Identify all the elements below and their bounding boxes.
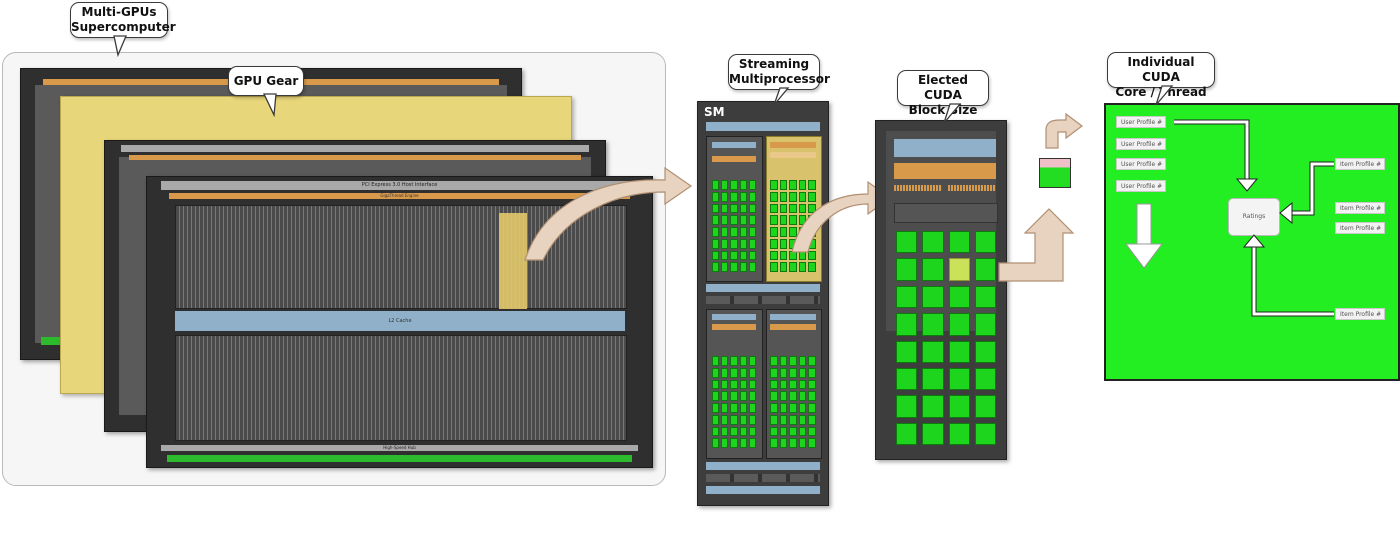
ratings-box: Ratings: [1228, 198, 1280, 236]
callout-elected-block: Elected CUDA Block Size: [897, 70, 989, 117]
item-profile-2: Item Profile #: [1335, 202, 1385, 214]
item-profile-1: Item Profile #: [1335, 158, 1385, 170]
callout-gpu-gear-tail: [262, 93, 277, 117]
callout-elected-block-line1: Elected CUDA: [917, 73, 969, 102]
core-grid: [896, 231, 996, 445]
callout-supercomputer-line1: Multi-GPUs: [81, 5, 157, 19]
host-interface-bar: PCI Express 3.0 Host Interface: [161, 181, 638, 190]
item-profile-4: Item Profile #: [1335, 308, 1385, 320]
arrow-gpu-to-sm-icon: [524, 166, 693, 261]
callout-gpu-gear: GPU Gear: [228, 66, 304, 96]
callout-cuda-core-tail: [1155, 85, 1174, 106]
user-profile-2: User Profile #: [1116, 138, 1166, 150]
arrow-block-to-thread-icon: [998, 208, 1075, 282]
user-profile-3: User Profile #: [1116, 158, 1166, 170]
item-profile-3: Item Profile #: [1335, 222, 1385, 234]
highlighted-sm: [499, 213, 527, 309]
arrow-thumbnail-up-icon: [1045, 112, 1083, 149]
gigathread-bar: GigaThread Engine: [169, 193, 630, 199]
callout-elected-block-line2: Block Size: [908, 103, 978, 117]
user-profile-4: User Profile #: [1116, 180, 1166, 192]
l2-cache-bar: L2 Cache: [175, 311, 625, 331]
callout-supercomputer: Multi-GPUs Supercomputer: [70, 2, 176, 38]
callout-cuda-core: Individual CUDA Core / Thread: [1107, 52, 1215, 99]
core-thumbnail: [1039, 158, 1071, 188]
callout-supercomputer-line2: Supercomputer: [71, 20, 176, 34]
callout-supercomputer-tail: [113, 35, 127, 57]
cuda-block-panel: [875, 120, 1007, 460]
callout-streaming-mp-line1: Streaming: [738, 57, 810, 71]
gpc-lower: [175, 335, 627, 441]
callout-elected-block-tail: [943, 103, 962, 124]
sm-label: SM: [704, 105, 725, 119]
callout-streaming-mp: Streaming Multiprocessor: [728, 54, 830, 90]
thread-flow-arrows: [1125, 119, 1334, 317]
user-profile-1: User Profile #: [1116, 116, 1166, 128]
callout-streaming-mp-tail: [773, 87, 790, 106]
callout-streaming-mp-line2: Multiprocessor: [729, 72, 830, 86]
callout-gpu-gear-text: GPU Gear: [233, 74, 299, 88]
hub-bar: High-Speed Hub: [161, 445, 638, 451]
sm-panel: SM: [697, 101, 829, 506]
callout-cuda-core-line1: Individual CUDA: [1127, 55, 1195, 84]
